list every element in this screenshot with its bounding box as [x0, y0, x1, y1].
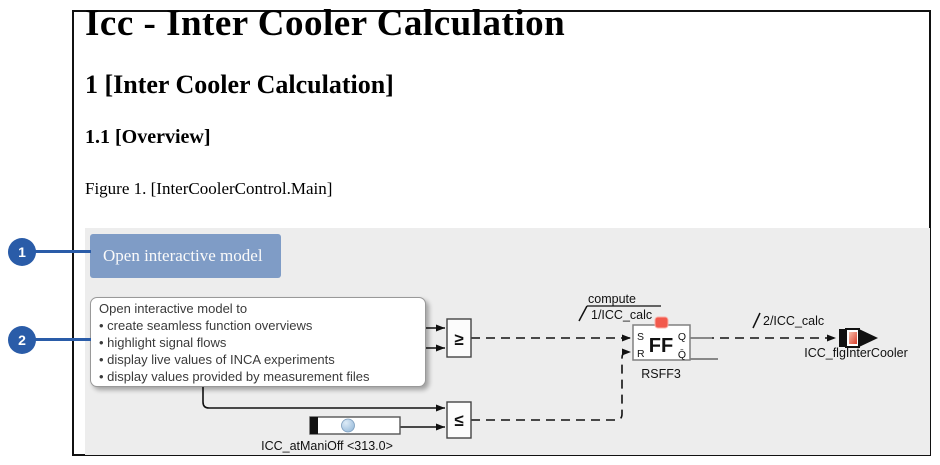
- diagram-panel: ≥ ≤ ICC_atManiOff <313.0> S R Q Q̄ FF RS…: [85, 228, 930, 455]
- tooltip-note: Open interactive model to • create seaml…: [90, 297, 426, 387]
- comparator-leq-block: ≤: [446, 401, 472, 439]
- output-port-icon: [839, 328, 878, 348]
- sequence-slash-icon: [752, 312, 761, 329]
- breakpoint-indicator-icon: [654, 316, 669, 329]
- tooltip-line: • create seamless function overviews: [99, 318, 313, 333]
- open-interactive-model-button[interactable]: Open interactive model: [90, 234, 281, 278]
- sequence-call-label: 2/ICC_calc: [763, 314, 824, 328]
- block-diagram: ≥ ≤ ICC_atManiOff <313.0> S R Q Q̄ FF RS…: [202, 292, 908, 453]
- ff-pin-q: Q: [678, 331, 686, 343]
- signal-ball-icon: [341, 418, 355, 433]
- tooltip-line: Open interactive model to: [99, 301, 248, 316]
- tooltip-line: • highlight signal flows: [99, 335, 227, 350]
- leq-icon: ≤: [454, 411, 463, 430]
- callout-1-badge: 1: [8, 238, 36, 266]
- flipflop-output-stubs: [690, 337, 718, 360]
- callout-2-line: [34, 338, 91, 341]
- tooltip-line: • display values provided by measurement…: [99, 369, 370, 384]
- geq-icon: ≥: [454, 330, 463, 349]
- ff-name-label: RSFF3: [641, 367, 681, 381]
- comparator-geq-block: ≥: [446, 318, 472, 358]
- ff-pin-r: R: [637, 348, 645, 360]
- subsection-heading: 1.1 [Overview]: [85, 126, 211, 148]
- sequence-method-label: compute: [588, 292, 636, 306]
- page-title: Icc - Inter Cooler Calculation: [85, 3, 566, 44]
- sequence-call-compute: compute 1/ICC_calc: [578, 292, 661, 322]
- ff-pin-qbar: Q̄: [678, 348, 686, 361]
- figure-caption: Figure 1. [InterCoolerControl.Main]: [85, 179, 333, 198]
- section-heading: 1 [Inter Cooler Calculation]: [85, 70, 394, 99]
- ff-label: FF: [649, 335, 673, 357]
- callout-2-badge: 2: [8, 326, 36, 354]
- input-signal-label: ICC_atManiOff <313.0>: [261, 439, 393, 453]
- callout-1-line: [34, 250, 91, 253]
- input-signal-element: ICC_atManiOff <313.0>: [261, 416, 401, 453]
- ff-pin-s: S: [637, 331, 644, 343]
- sequence-call-label: 1/ICC_calc: [591, 308, 652, 322]
- tooltip-line: • display live values of INCA experiment…: [99, 352, 335, 367]
- output-signal-label: ICC_flgInterCooler: [804, 346, 908, 360]
- sequence-slash-icon: [578, 305, 588, 322]
- rs-flipflop-block: S R Q Q̄ FF RSFF3: [632, 316, 691, 381]
- connector-lines: [202, 324, 836, 431]
- sequence-call-output: 2/ICC_calc: [752, 312, 824, 329]
